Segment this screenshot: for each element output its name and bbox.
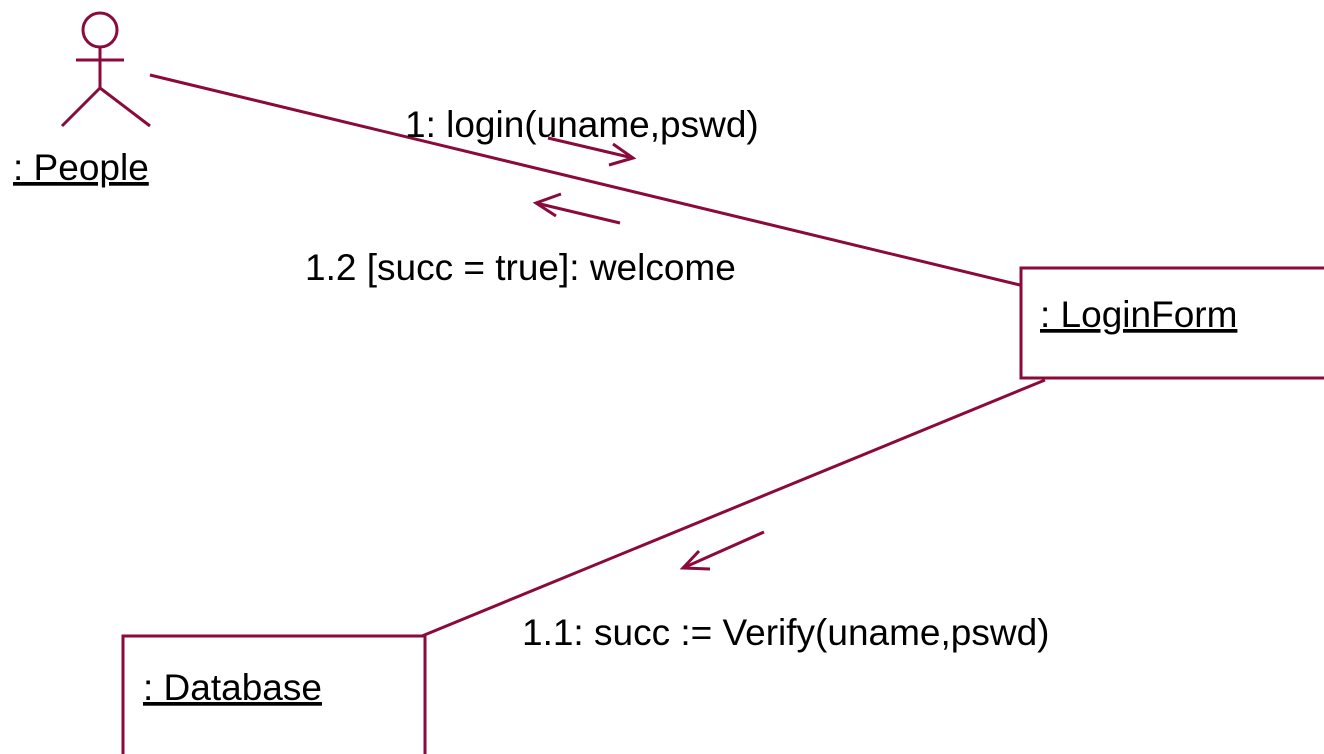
message-verify: 1.1: succ := Verify(uname,pswd) [522, 530, 1050, 653]
object-database[interactable]: : Database [121, 634, 427, 754]
actor-people[interactable]: : People [13, 11, 151, 188]
arrow-right-icon [547, 136, 637, 167]
link-people-loginform [149, 73, 1021, 287]
object-label: : LoginForm [1040, 294, 1237, 335]
stick-figure-actor-icon [60, 11, 151, 128]
message-label: 1.2 [succ = true]: welcome [305, 247, 736, 288]
object-box [1019, 266, 1324, 380]
object-label: : Database [143, 667, 322, 708]
object-box [121, 634, 427, 754]
message-label: 1: login(uname,pswd) [405, 104, 759, 145]
message-welcome: 1.2 [succ = true]: welcome [305, 192, 736, 288]
object-loginform[interactable]: : LoginForm [1019, 266, 1324, 380]
arrow-left-icon [532, 192, 621, 225]
link-loginform-database [421, 378, 1046, 638]
arrow-down-left-icon [679, 530, 765, 571]
actor-label: : People [13, 147, 149, 188]
message-login: 1: login(uname,pswd) [405, 104, 759, 167]
message-label: 1.1: succ := Verify(uname,pswd) [522, 612, 1050, 653]
